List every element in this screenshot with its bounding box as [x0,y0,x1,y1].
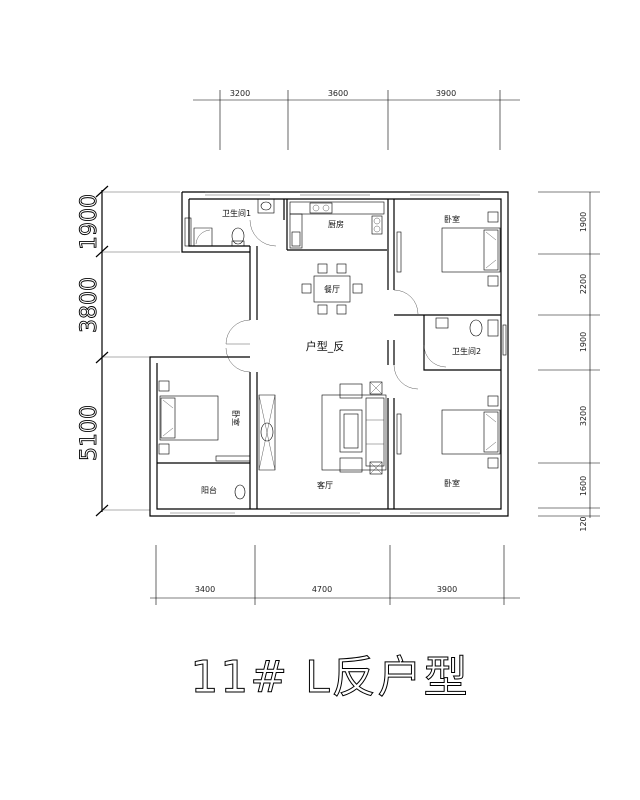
bottom-dim-3: 3900 [437,585,457,594]
kitchen-fixtures [289,201,385,249]
right-dim-3: 1900 [579,332,588,352]
top-dim-3: 3900 [436,89,456,98]
living-furniture [321,381,387,475]
left-dim-1: 1900 [77,194,102,250]
doors [225,219,447,390]
balcony-fixtures [234,484,246,500]
bedroom-se-bed [396,395,501,469]
right-dim-5: 1600 [579,476,588,496]
right-dim-2: 2200 [579,274,588,294]
top-dim-2: 3600 [328,89,348,98]
room-label-dining: 餐厅 [324,285,340,294]
bedroom-ne-bed [396,211,501,287]
room-label-bedroom-se: 卧室 [444,478,460,488]
dining-table [301,263,363,315]
room-label-balcony: 阳台 [201,485,217,495]
bath1-fixtures [184,198,275,247]
plan-title: 11# L反户型 [190,652,469,703]
interior-walls [157,199,501,509]
room-label-kitchen: 厨房 [328,219,344,229]
left-dim-3: 5100 [77,405,102,461]
right-dimension-chain: 1900 2200 1900 3200 1600 120 [538,191,600,532]
left-dim-2: 3800 [77,277,102,333]
unit-type-label: 户型_反 [306,339,345,353]
bedroom-w-bed [158,380,276,471]
bottom-dimension-chain: 3400 4700 3900 [150,545,520,605]
room-label-bath2: 卫生间2 [452,346,481,356]
bottom-dim-2: 4700 [312,585,332,594]
bath2-fixtures [435,317,507,356]
right-dim-6: 120 [579,516,588,531]
left-dimension-chain: 1900 3800 5100 [77,185,180,517]
top-dim-1: 3200 [230,89,250,98]
top-dimension-chain: 3200 3600 3900 [193,89,520,150]
right-dim-4: 3200 [579,406,588,426]
room-label-bedroom-w: 卧室 [231,410,241,426]
right-dim-1: 1900 [579,212,588,232]
room-label-bath1: 卫生间1 [222,208,251,218]
room-label-bedroom-ne: 卧室 [444,214,460,224]
room-label-living: 客厅 [317,480,333,490]
bottom-dim-1: 3400 [195,585,215,594]
